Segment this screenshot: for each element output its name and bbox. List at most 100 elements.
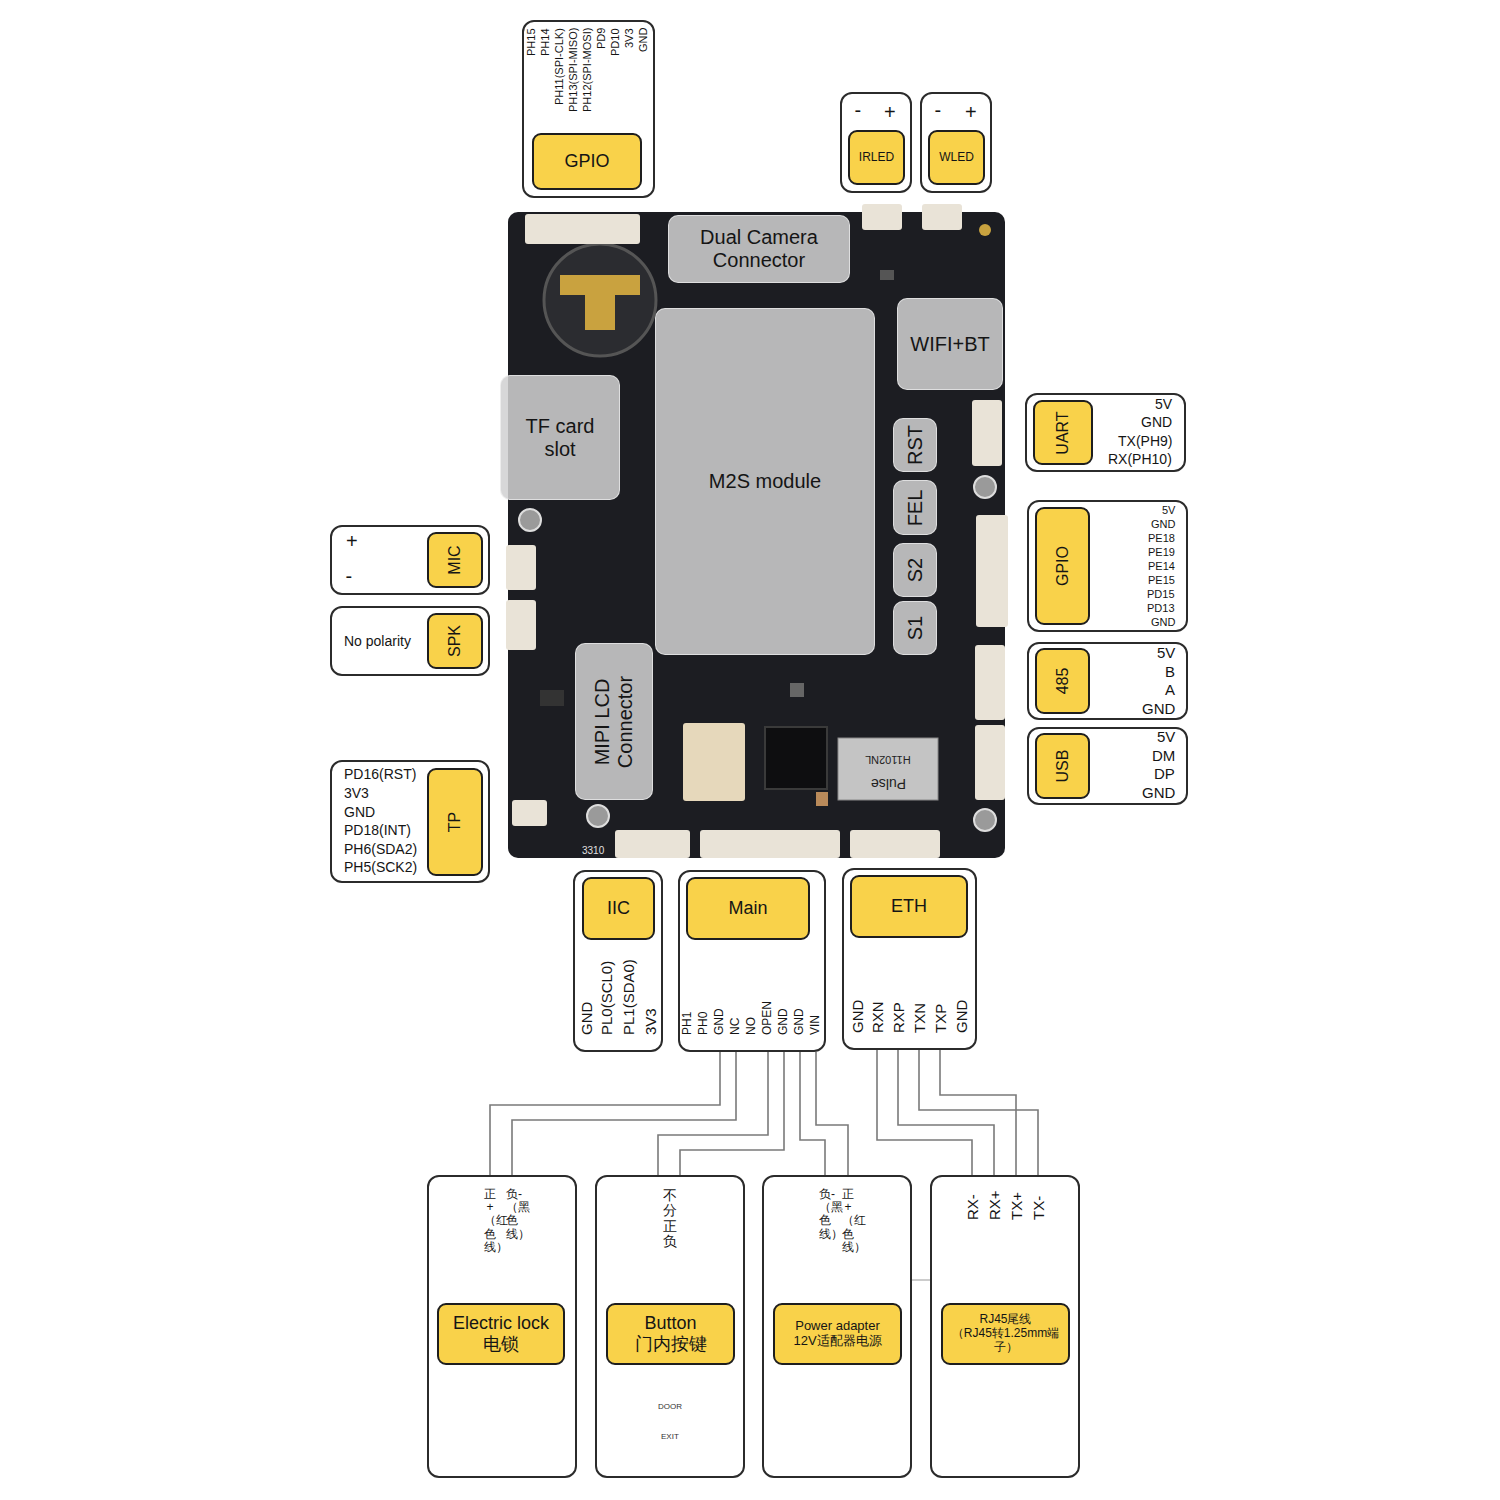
pin-name: - — [346, 565, 353, 588]
pin-name: + — [884, 101, 896, 124]
board-region: TF card slot — [500, 375, 620, 500]
component — [880, 270, 894, 280]
port-tag: 485 — [1035, 648, 1090, 714]
region-name: TF card slot — [509, 415, 611, 461]
port-name: UART — [1054, 406, 1072, 459]
component — [790, 683, 804, 697]
port-name: Button — [644, 1313, 696, 1334]
callout-box: 5VGNDTX(PH9)RX(PH10)UART — [1025, 393, 1186, 472]
pin-name: TX+ — [1008, 1192, 1025, 1220]
callout-box: RX-RX+TX+TX-RJ45尾线（RJ45转1.25mm端子） — [930, 1175, 1080, 1478]
board-region: MIPI LCD Connector — [575, 643, 653, 800]
pin-name: RX- — [964, 1194, 981, 1220]
pin-name: GND — [793, 1008, 807, 1035]
pin-name: 3V3 — [344, 785, 369, 801]
port-tag: RJ45尾线（RJ45转1.25mm端子） — [941, 1303, 1070, 1365]
port-name: 12V适配器电源 — [793, 1334, 881, 1349]
callout-box: PH1PH0GNDNCNOOPENGNDGNDVINMain — [678, 870, 826, 1052]
wled-connector — [922, 204, 962, 230]
port-name: 485 — [1053, 654, 1071, 708]
callout-box: GNDRXNRXPTXNTXPGNDETH — [842, 868, 977, 1050]
callout-box: -+ WLED — [920, 92, 992, 193]
eth-connector — [850, 830, 940, 858]
gpio-connector — [525, 214, 640, 244]
main-connector — [700, 830, 840, 858]
port-name: IRLED — [859, 151, 894, 165]
pin-name: DM — [1152, 747, 1175, 764]
mounting-hole — [587, 805, 609, 827]
button-marking: DOOR — [658, 1403, 682, 1412]
pin-name: PH15 — [525, 28, 538, 56]
wire — [919, 1050, 1038, 1175]
port-name: TP — [446, 774, 464, 870]
component — [540, 690, 564, 706]
pin-name: + — [965, 101, 977, 124]
pin-name: GND — [1142, 700, 1175, 717]
button-marking: EXIT — [661, 1433, 679, 1442]
wire — [490, 1052, 720, 1175]
pin-name: 3V3 — [642, 1008, 659, 1035]
pin-name: OPEN — [761, 1001, 775, 1035]
port-name: GPIO — [1053, 513, 1071, 619]
irled-connector — [862, 204, 902, 230]
port-tag: Button门内按键 — [606, 1303, 735, 1365]
uart-connector — [972, 400, 1002, 466]
pin-name: PD16(RST) — [344, 766, 416, 782]
region-name: FEL — [904, 485, 927, 530]
port-tag: Power adapter12V适配器电源 — [773, 1303, 902, 1365]
board-region: WIFI+BT — [897, 298, 1003, 390]
region-name: M2S module — [709, 470, 821, 493]
port-tag: SPK — [427, 613, 483, 669]
pin-name: 5V — [1162, 504, 1175, 517]
wire — [816, 1052, 848, 1175]
callout-box: PD16(RST)3V3GNDPD18(INT)PH6(SDA2)PH5(SCK… — [330, 760, 490, 883]
wire — [877, 1050, 972, 1175]
port-name: GPIO — [564, 151, 609, 172]
pin-name: RXP — [890, 1002, 907, 1033]
board-marking: 3310 — [582, 845, 604, 856]
pin-name: A — [1165, 681, 1175, 698]
pin-name: GND — [1151, 616, 1175, 629]
mounting-hole — [519, 509, 541, 531]
pin-name: TXP — [932, 1004, 949, 1033]
pin-name: GND — [849, 1000, 866, 1033]
pin-name: PE18 — [1148, 532, 1175, 545]
pin-name: PD9 — [595, 28, 608, 49]
pin-name: 5V — [1155, 396, 1172, 412]
pin-name: 5V — [1157, 728, 1175, 745]
region-name: RST — [904, 423, 927, 467]
pin-name: 3V3 — [623, 28, 636, 48]
port-tag: WLED — [928, 130, 985, 185]
pin-name: NC — [729, 1018, 743, 1035]
pin-name: PH1 — [681, 1012, 695, 1035]
chip-marking: Pulse — [871, 776, 906, 791]
port-name: Power adapter — [795, 1319, 880, 1334]
port-tag: USB — [1035, 733, 1090, 799]
region-name: WIFI+BT — [910, 333, 989, 356]
wire-note: 负-（黑色线） — [506, 1188, 518, 1241]
pin-name: PH14 — [539, 28, 552, 56]
port-tag: IIC — [582, 877, 655, 940]
wire-note: 不分正负 — [663, 1188, 677, 1250]
antenna-pad — [979, 224, 991, 236]
mic-connector — [506, 545, 536, 590]
pin-name: - — [935, 99, 942, 122]
port-tag: Electric lock电锁 — [437, 1303, 565, 1365]
pin-name: PL1(SDA0) — [620, 959, 637, 1035]
pin-name: PD15 — [1147, 588, 1175, 601]
pin-name: PH5(SCK2) — [344, 859, 417, 875]
callout-box: +-MIC — [330, 525, 490, 595]
pin-name: GND — [777, 1008, 791, 1035]
pin-name: PE19 — [1148, 546, 1175, 559]
pin-name: GND — [344, 804, 375, 820]
spk-connector — [506, 600, 536, 650]
callout-box: 正+（红色线）负-（黑色线）Electric lock电锁 — [427, 1175, 577, 1478]
port-name: SPK — [446, 619, 464, 663]
callout-box: 5VDMDPGNDUSB — [1027, 727, 1188, 805]
pin-name: PH11(SPI-CLK) — [553, 28, 566, 105]
iic-connector — [615, 830, 690, 858]
pin-name: GND — [1142, 784, 1175, 801]
board-region: S2 — [893, 543, 937, 597]
port-name: IIC — [607, 898, 630, 919]
pin-name: PH0 — [697, 1012, 711, 1035]
